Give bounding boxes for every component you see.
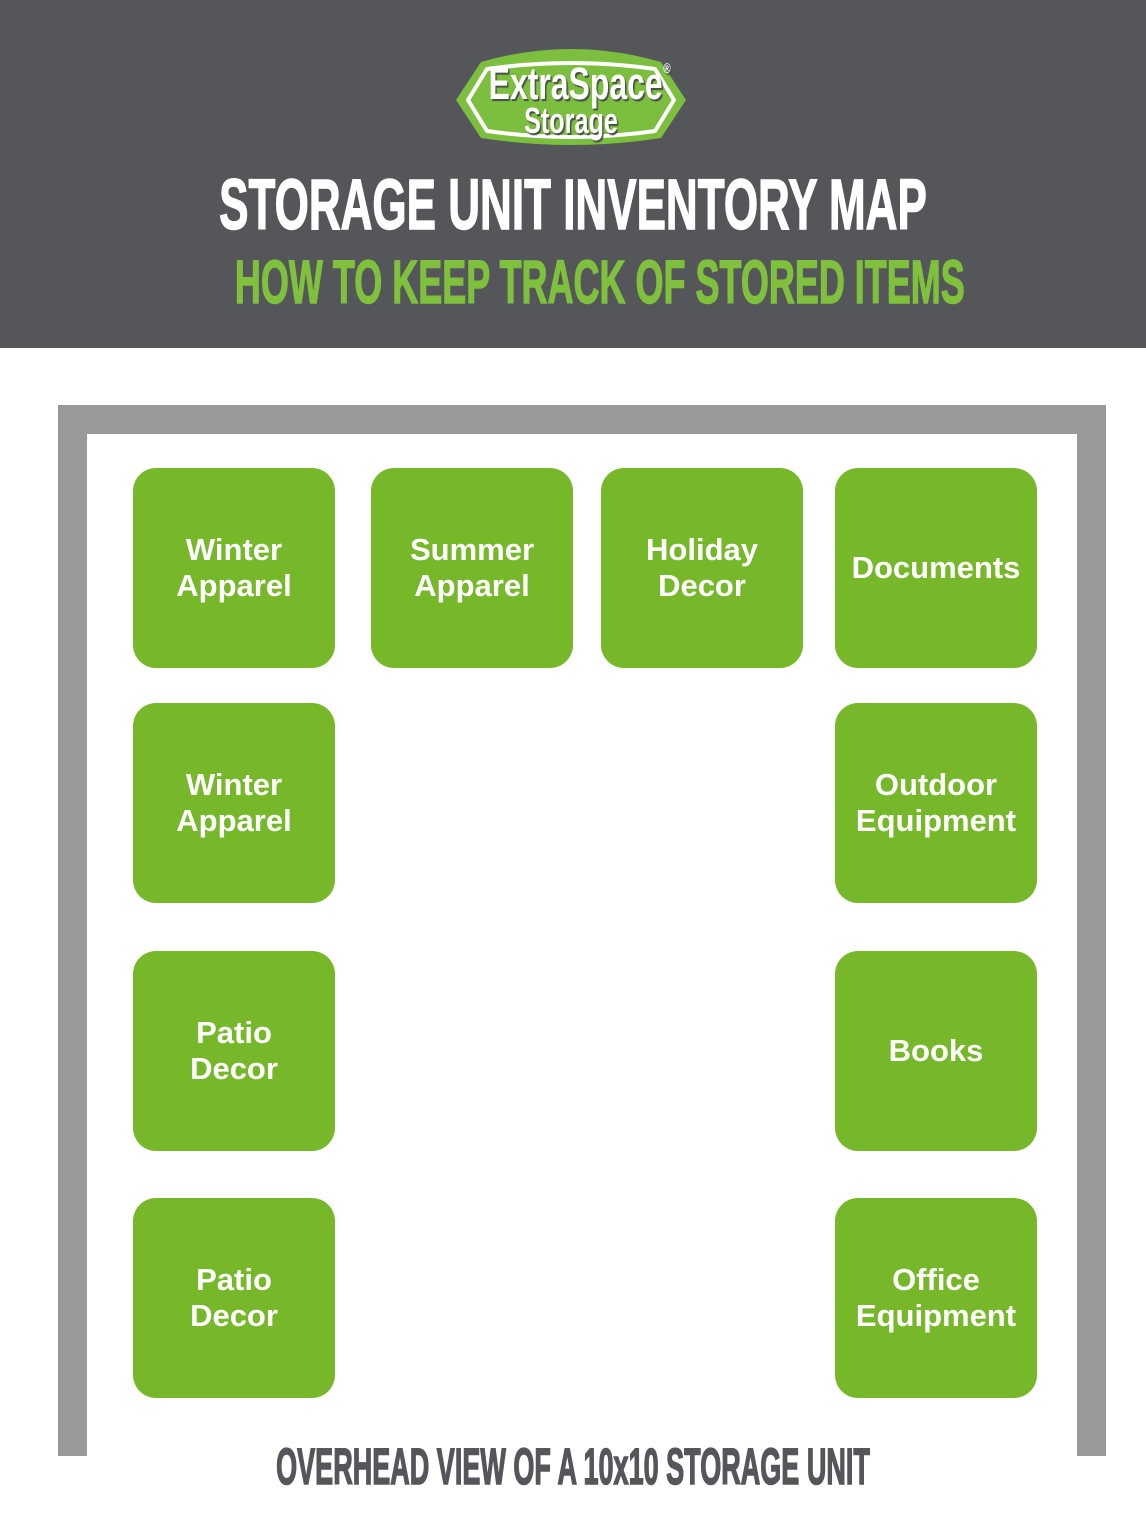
- unit-wall-right: [1077, 405, 1106, 1456]
- storage-box-label: Books: [888, 1033, 984, 1068]
- page-title: STORAGE UNIT INVENTORY MAP: [219, 166, 928, 245]
- storage-box-label: Winter Apparel: [176, 532, 292, 603]
- storage-box-label: Patio Decor: [190, 1262, 278, 1333]
- storage-box-books: Books: [835, 951, 1037, 1151]
- storage-box-label: Outdoor Equipment: [855, 767, 1017, 838]
- storage-box-office-equipment: Office Equipment: [835, 1198, 1037, 1398]
- storage-box-label: Patio Decor: [190, 1015, 278, 1086]
- storage-box-winter-apparel-2: Winter Apparel: [133, 703, 335, 903]
- storage-box-documents: Documents: [835, 468, 1037, 668]
- storage-box-outdoor-equipment: Outdoor Equipment: [835, 703, 1037, 903]
- storage-box-label: Summer Apparel: [409, 532, 535, 603]
- unit-wall-left: [58, 405, 87, 1456]
- storage-box-summer-apparel: Summer Apparel: [371, 468, 573, 668]
- logo-badge-icon: [456, 49, 686, 145]
- storage-box-label: Office Equipment: [855, 1262, 1017, 1333]
- storage-box-holiday-decor: Holiday Decor: [601, 468, 803, 668]
- page-subtitle: HOW TO KEEP TRACK OF STORED ITEMS: [234, 248, 966, 316]
- logo-brand-top-text: ExtraSpace: [488, 58, 663, 109]
- registered-mark-icon: ®: [663, 60, 671, 76]
- storage-box-label: Holiday Decor: [646, 532, 758, 603]
- storage-box-label: Documents: [851, 550, 1021, 585]
- unit-wall-top: [58, 405, 1106, 434]
- logo-brand-top: ExtraSpace®: [489, 58, 671, 110]
- unit-caption: OVERHEAD VIEW OF A 10x10 STORAGE UNIT: [276, 1438, 871, 1495]
- header-banner: ExtraSpace® Storage STORAGE UNIT INVENTO…: [0, 0, 1146, 348]
- storage-box-patio-decor-1: Patio Decor: [133, 951, 335, 1151]
- storage-box-label: Winter Apparel: [176, 767, 292, 838]
- storage-unit-map: Winter Apparel Summer Apparel Holiday De…: [0, 348, 1146, 1536]
- storage-box-winter-apparel-1: Winter Apparel: [133, 468, 335, 668]
- logo-brand-bottom: Storage: [524, 100, 618, 141]
- extraspace-storage-logo: ExtraSpace® Storage: [455, 42, 687, 148]
- storage-box-patio-decor-2: Patio Decor: [133, 1198, 335, 1398]
